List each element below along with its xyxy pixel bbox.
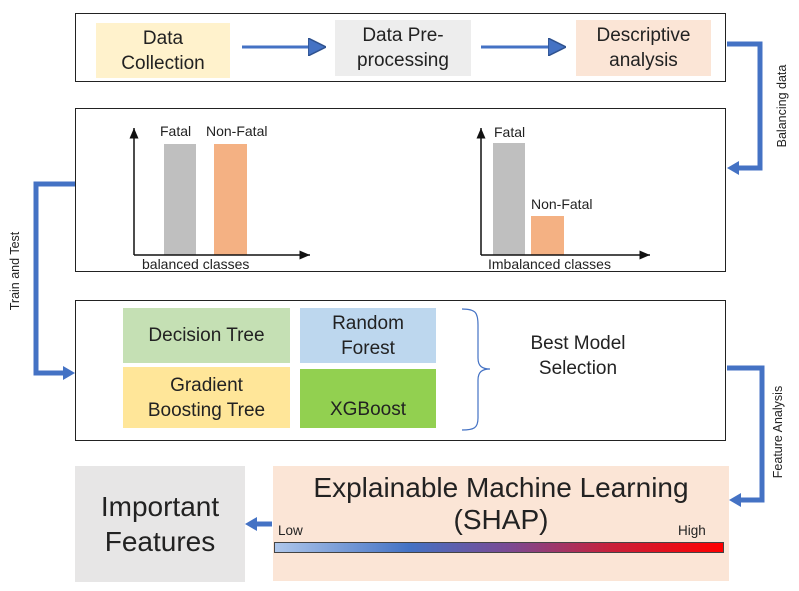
- imbalanced-nonfatal-bar: [531, 216, 564, 255]
- shap-low-label: Low: [278, 523, 303, 538]
- balanced-nonfatal-bar: [214, 144, 247, 255]
- arrow-shap-to-features-head: [245, 517, 257, 531]
- balanced-fatal-bar: [164, 144, 196, 255]
- xgboost-box: XGBoost: [300, 369, 436, 428]
- arrow-balancing-head: [727, 161, 739, 175]
- imbalanced-fatal-label: Fatal: [494, 124, 526, 140]
- best-model-selection-label: Best Model Selection: [530, 333, 626, 379]
- random-forest-box: Random Forest: [300, 308, 436, 363]
- shap-high-label: High: [678, 523, 706, 538]
- arrow-balancing-data: [727, 41, 763, 171]
- imbalanced-fatal-bar: [493, 143, 525, 255]
- shap-box: [273, 466, 729, 581]
- imbalanced-nonfatal-label: Non-Fatal: [531, 196, 593, 212]
- gradient-boosting-box: Gradient Boosting Tree: [123, 367, 290, 428]
- arrow-train-test-head: [63, 366, 75, 380]
- balanced-nonfatal-label: Non-Fatal: [206, 123, 268, 139]
- model-brace: [461, 308, 491, 431]
- balanced-caption: balanced classes: [142, 256, 250, 272]
- descriptive-analysis-box: Descriptive analysis: [576, 20, 711, 76]
- arrow-feature-analysis-head: [729, 493, 741, 507]
- important-features-box: Important Features: [75, 466, 245, 582]
- arrow-feature-analysis: [727, 365, 765, 503]
- shap-title: Explainable Machine Learning (SHAP): [313, 472, 689, 535]
- decision-tree-box: Decision Tree: [123, 308, 290, 363]
- balanced-fatal-label: Fatal: [160, 123, 192, 139]
- data-collection-box: Data Collection: [96, 23, 230, 78]
- arrow-train-test: [33, 181, 75, 376]
- shap-gradient-bar: [274, 542, 724, 553]
- imbalanced-caption: Imbalanced classes: [488, 256, 611, 272]
- preprocessing-box: Data Pre- processing: [335, 20, 471, 76]
